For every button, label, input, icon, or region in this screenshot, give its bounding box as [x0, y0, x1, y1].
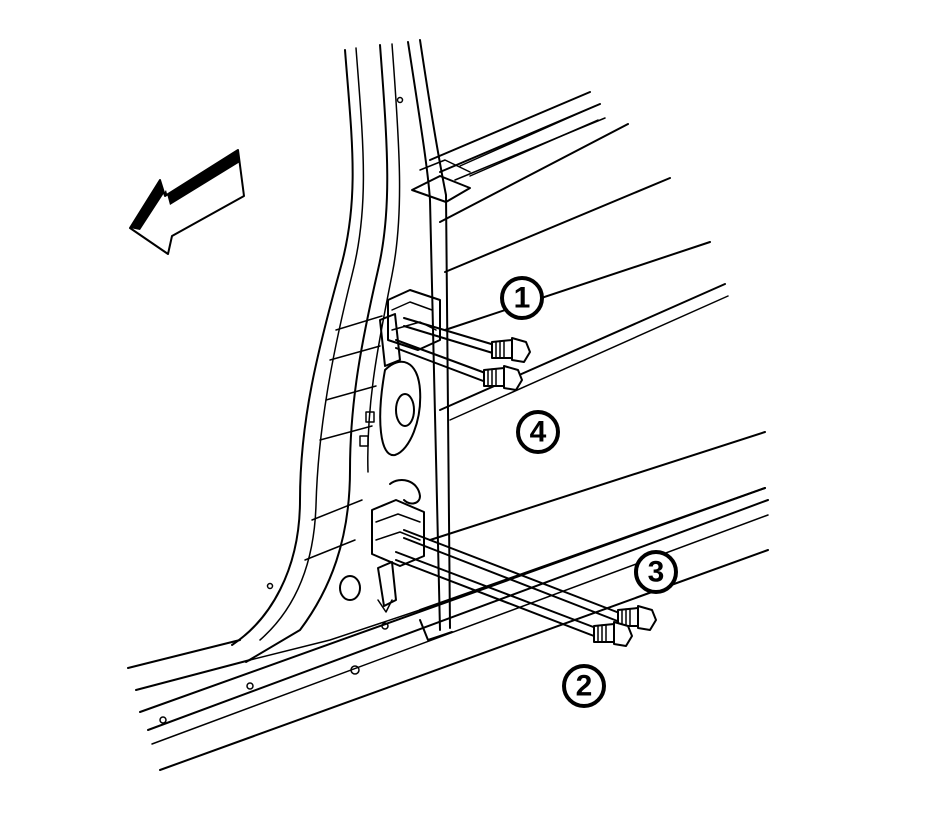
bolt-icon [491, 337, 531, 363]
rocker-panel [127, 487, 769, 771]
bolt-icon [617, 605, 657, 631]
callout-label: 1 [514, 282, 531, 315]
bolt-3 [617, 605, 657, 631]
callout-label: 4 [530, 416, 547, 449]
bolt-icon [593, 621, 633, 647]
bolt-icon [483, 365, 523, 391]
front-direction-arrow-icon [129, 149, 245, 255]
bolt-leader-lines [395, 317, 623, 637]
bolt-4 [483, 365, 523, 391]
lower-hinge [371, 479, 425, 613]
body-side-lines [429, 91, 766, 541]
callout-label: 3 [648, 556, 665, 589]
bolt-1 [491, 337, 531, 363]
callout-label: 2 [576, 670, 593, 703]
callout-4: 4 [516, 410, 560, 454]
callout-2: 2 [562, 664, 606, 708]
callout-3: 3 [634, 550, 678, 594]
callout-1: 1 [500, 276, 544, 320]
bolt-2 [593, 621, 633, 647]
b-pillar [231, 39, 471, 663]
